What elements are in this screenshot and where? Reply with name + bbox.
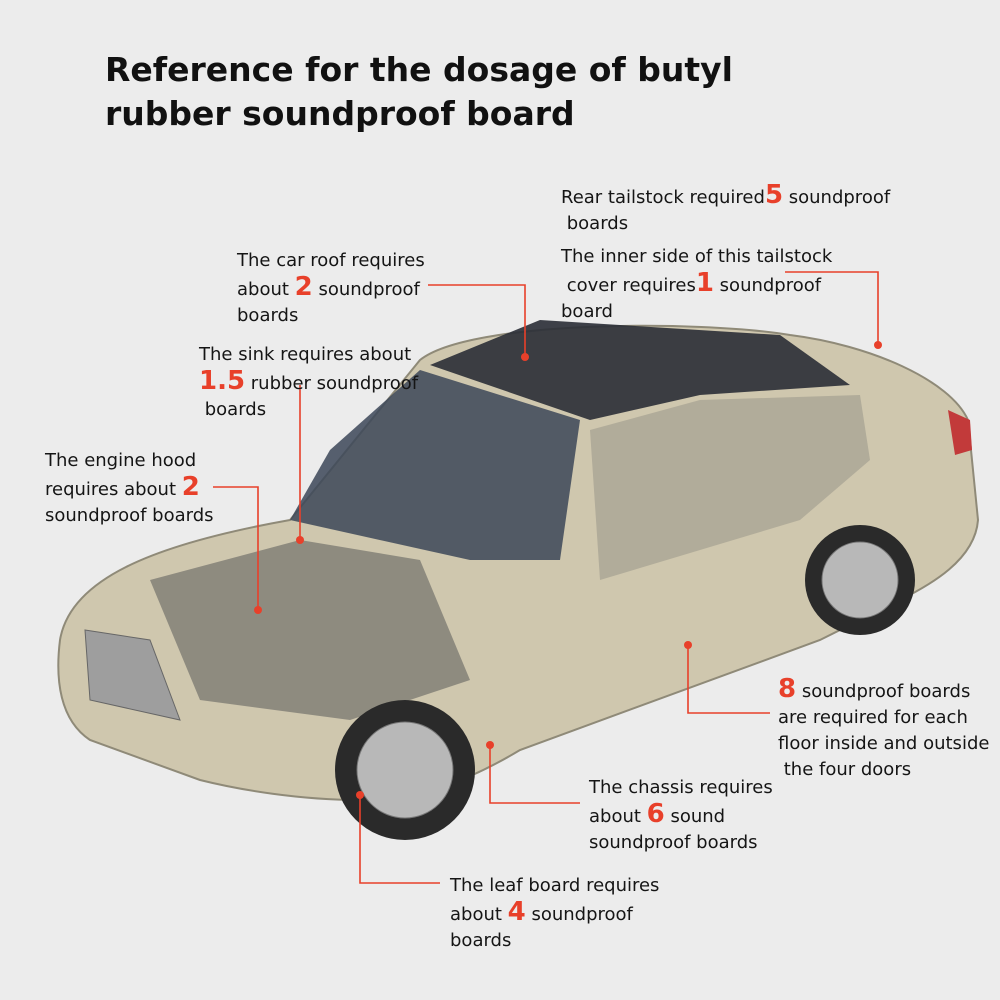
text: The chassis requires — [589, 777, 773, 798]
text: floor inside and outside — [778, 733, 990, 754]
callout-roof: The car roof requires about 2 soundproof… — [237, 248, 425, 329]
leader-leaf — [359, 795, 440, 884]
text: boards — [199, 399, 267, 420]
text: boards — [450, 930, 512, 951]
text: soundproof — [525, 904, 633, 925]
callout-tailstock: Rear tailstock required5 soundproof boar… — [561, 182, 890, 237]
callout-sink: The sink requires about 1.5 rubber sound… — [199, 342, 418, 423]
text: The sink requires about — [199, 344, 412, 365]
text: The car roof requires — [237, 250, 425, 271]
car-body — [57, 320, 980, 802]
text: The leaf board requires — [450, 875, 660, 896]
leader-hood — [213, 486, 259, 610]
count: 2 — [294, 272, 313, 302]
text: about — [237, 279, 295, 300]
text: soundproof — [312, 279, 420, 300]
text: The inner side of this tailstock — [561, 246, 833, 267]
leader-doors — [687, 645, 770, 714]
count: 5 — [764, 180, 784, 210]
text: soundproof boards — [796, 681, 971, 702]
text: The engine hood — [45, 450, 197, 471]
callout-hood: The engine hood requires about 2 soundpr… — [45, 448, 214, 529]
count: 1 — [695, 268, 714, 298]
callout-leaf: The leaf board requires about 4 soundpro… — [450, 873, 659, 954]
text: boards — [237, 305, 299, 326]
text: sound — [664, 806, 726, 827]
text: boards — [561, 213, 629, 234]
leader-tailstock — [785, 271, 879, 345]
text: Rear tailstock required — [561, 187, 765, 208]
count: 1.5 — [199, 366, 246, 396]
count: 8 — [778, 674, 797, 704]
count: 6 — [646, 799, 665, 829]
rear-wheel — [805, 525, 915, 635]
text: about — [450, 904, 508, 925]
leader-lines — [213, 271, 879, 884]
callout-doors: 8 soundproof boards are required for eac… — [778, 676, 989, 783]
text: board — [561, 301, 613, 322]
text: cover requires — [561, 275, 696, 296]
leader-chassis — [489, 745, 580, 804]
text: are required for each — [778, 707, 968, 728]
text: soundproof boards — [589, 832, 758, 853]
count: 4 — [507, 897, 526, 927]
text: the four doors — [778, 759, 912, 780]
text: about — [589, 806, 647, 827]
text: soundproof — [783, 187, 891, 208]
leader-roof — [428, 284, 526, 357]
leader-dots — [254, 341, 882, 799]
text: rubber soundproof — [245, 373, 419, 394]
count: 2 — [181, 472, 200, 502]
text: soundproof — [713, 275, 822, 296]
text: soundproof boards — [45, 505, 214, 526]
callout-chassis: The chassis requires about 6 sound sound… — [589, 775, 773, 856]
page-title: Reference for the dosage of butyl rubber… — [105, 50, 733, 133]
text: requires about — [45, 479, 182, 500]
front-wheel — [335, 700, 475, 840]
callout-tailstock-inner: The inner side of this tailstock cover r… — [561, 244, 832, 325]
